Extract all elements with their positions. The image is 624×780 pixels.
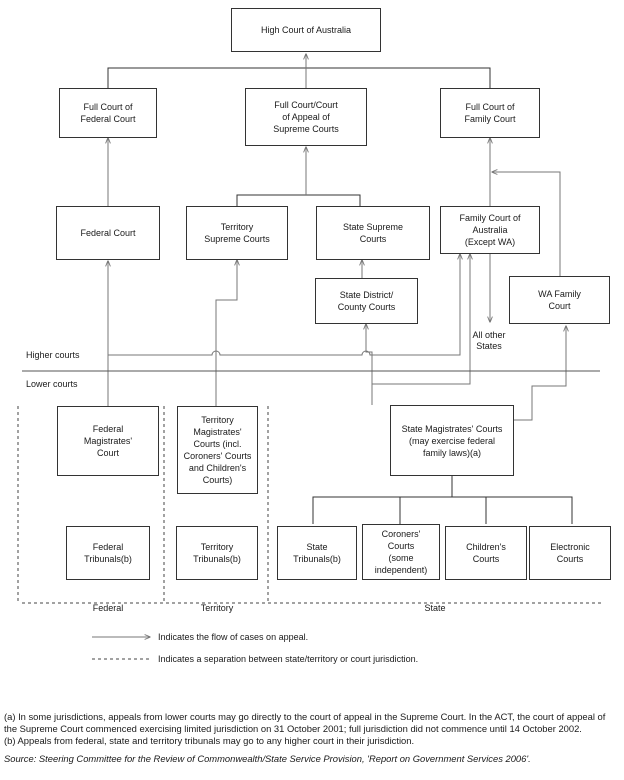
appeal-arrow-territory	[215, 260, 237, 406]
state-district-box: State District/ County Courts	[315, 278, 418, 324]
higher-courts-label: Higher courts	[26, 350, 80, 360]
electronic-courts-box: Electronic Courts	[529, 526, 611, 580]
all-other-states-label: All other States	[472, 330, 506, 351]
territory-magistrates-box: Territory Magistrates' Courts (incl. Cor…	[177, 406, 258, 494]
federal-court-box: Federal Court	[56, 206, 160, 260]
federal-section-label: Federal	[92, 603, 124, 613]
territory-tribunals-box: Territory Tribunals(b)	[176, 526, 258, 580]
appeal-arrow-state-magistrates	[366, 324, 373, 405]
federal-tribunals-box: Federal Tribunals(b)	[66, 526, 150, 580]
full-supreme-court-box: Full Court/Court of Appeal of Supreme Co…	[245, 88, 367, 146]
state-section-label: State	[424, 603, 446, 613]
wa-family-court-box: WA Family Court	[509, 276, 610, 324]
federal-magistrates-box: Federal Magistrates' Court	[57, 406, 159, 476]
footnote-a: (a) In some jurisdictions, appeals from …	[4, 711, 606, 734]
appeal-line-higher-to-family	[108, 254, 460, 356]
appeal-line-wa-family	[492, 172, 561, 276]
appeal-line-top-bar	[107, 67, 491, 88]
appeal-line-lower-to-family	[372, 254, 470, 385]
source-note: Source: Steering Committee for the Revie…	[4, 753, 531, 764]
appeal-arrow-wa	[500, 326, 566, 421]
full-family-court-box: Full Court of Family Court	[440, 88, 540, 138]
coroners-courts-box: Coroners' Courts (some independent)	[362, 524, 440, 580]
state-magistrates-box: State Magistrates' Courts (may exercise …	[390, 405, 514, 476]
lower-courts-label: Lower courts	[26, 379, 78, 389]
state-tribunals-box: State Tribunals(b)	[277, 526, 357, 580]
full-federal-court-box: Full Court of Federal Court	[59, 88, 157, 138]
high-court-box: High Court of Australia	[231, 8, 381, 52]
state-supreme-box: State Supreme Courts	[316, 206, 430, 260]
childrens-courts-box: Children's Courts	[445, 526, 527, 580]
legend-separation-label: Indicates a separation between state/ter…	[158, 654, 419, 664]
tree-line-state-lower	[312, 476, 573, 524]
footnotes: (a) In some jurisdictions, appeals from …	[4, 711, 618, 747]
territory-supreme-box: Territory Supreme Courts	[186, 206, 288, 260]
family-court-box: Family Court of Australia (Except WA)	[440, 206, 540, 254]
appeal-line-supreme-bar	[236, 194, 361, 206]
territory-section-label: Territory	[200, 603, 234, 613]
legend-appeal-label: Indicates the flow of cases on appeal.	[158, 632, 309, 642]
footnote-b: (b) Appeals from federal, state and terr…	[4, 735, 415, 746]
